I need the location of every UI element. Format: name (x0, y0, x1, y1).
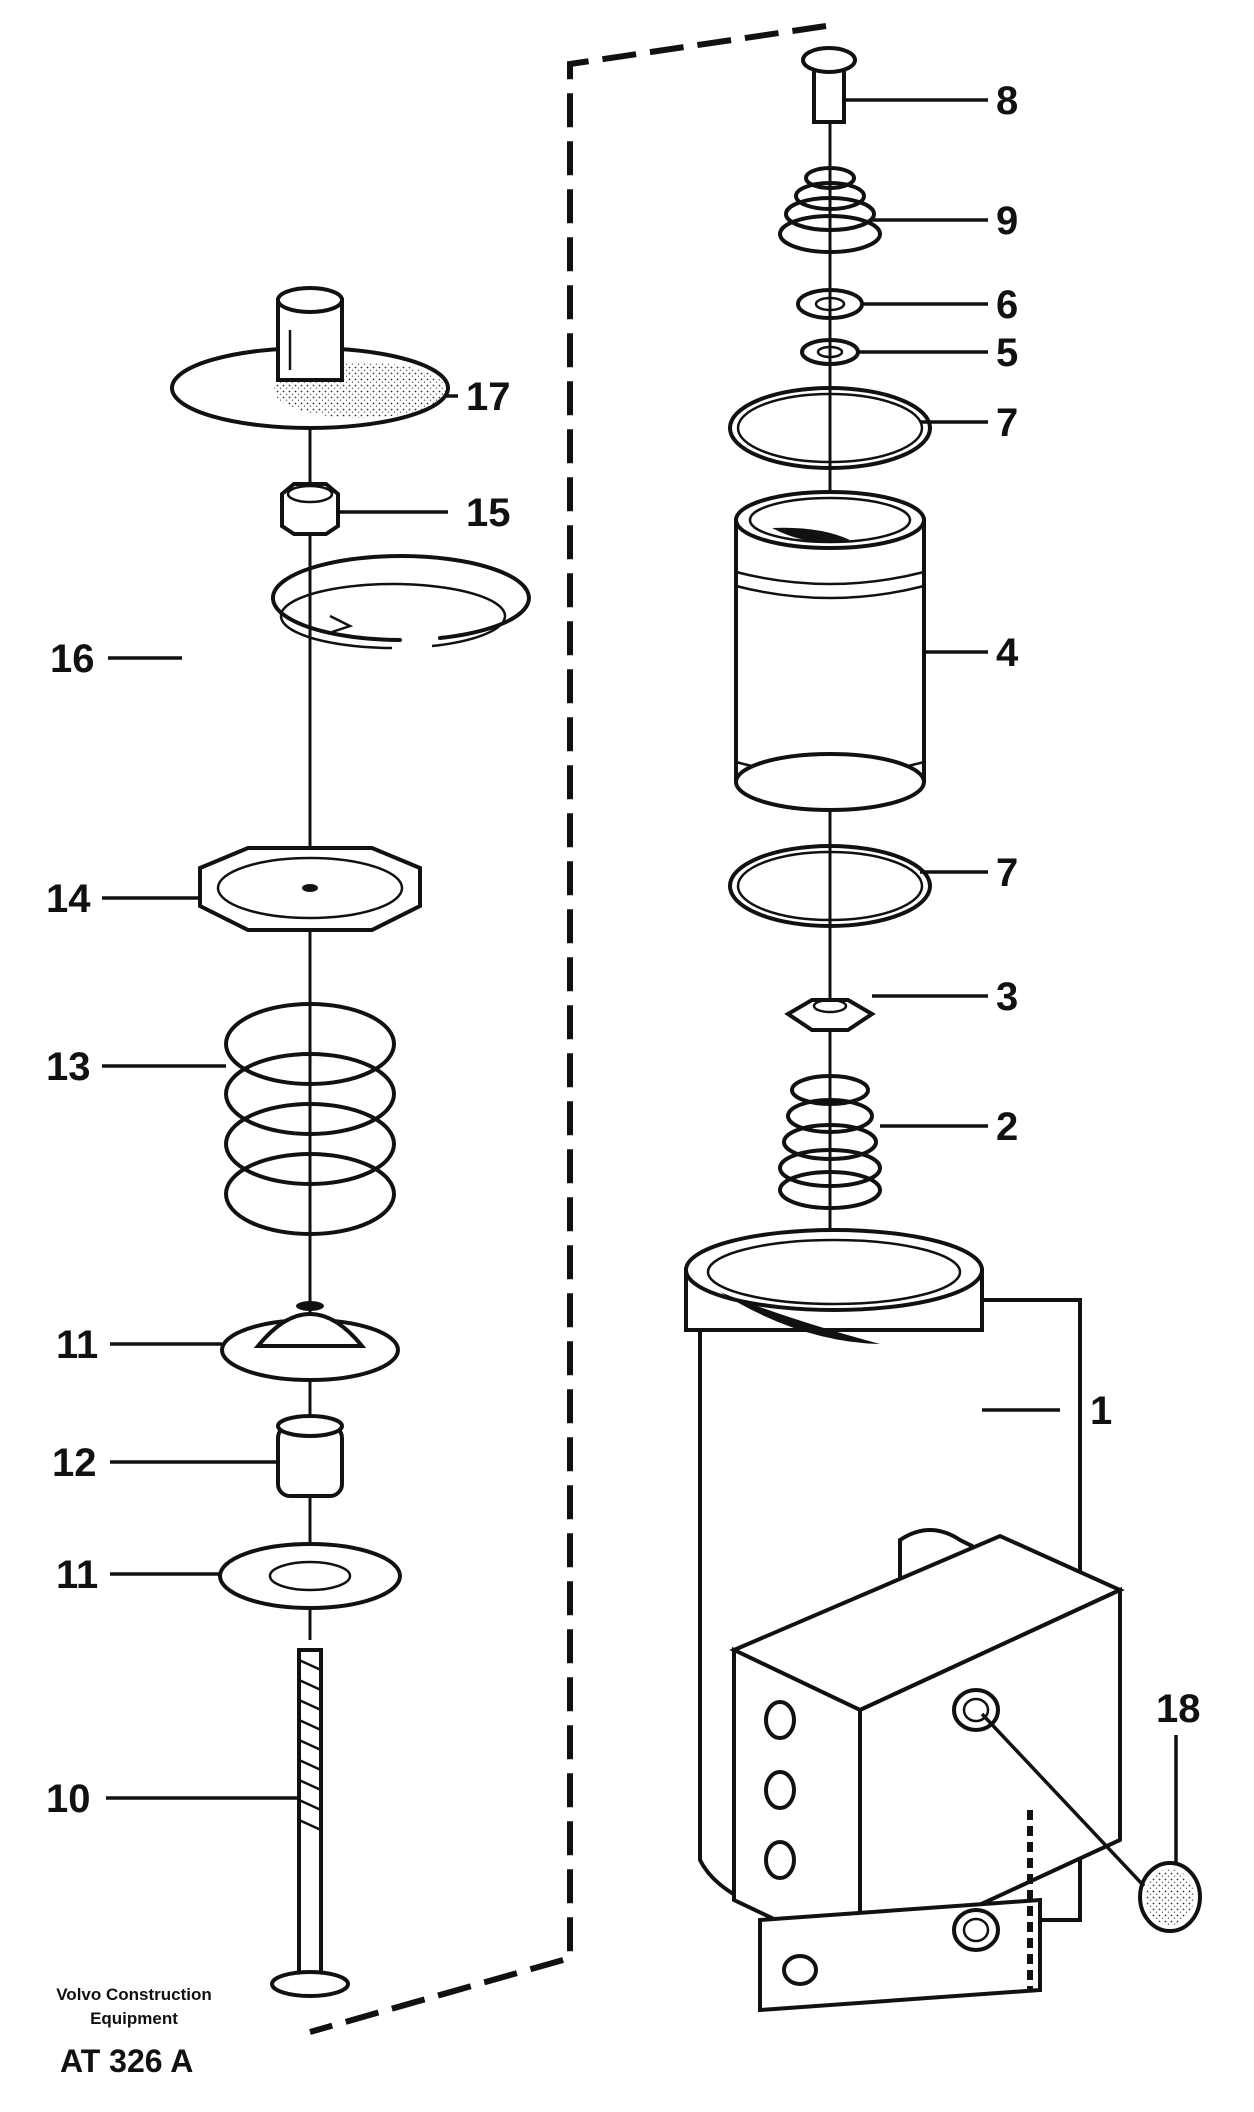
callout-11-upper: 11 (56, 1323, 98, 1367)
part-4-sleeve (734, 490, 926, 812)
part-16-snap-ring (270, 554, 531, 650)
part-9-spring (778, 166, 882, 254)
part-7-lower-o-ring (728, 844, 932, 928)
callout-1: 1 (1090, 1389, 1112, 1433)
part-3-retainer-clip (784, 998, 876, 1032)
part-13-spring (224, 1002, 396, 1236)
part-11-lower-washer (218, 1542, 402, 1610)
assembly-connection-line (309, 23, 827, 2035)
footer-company-line2: Equipment (90, 2009, 178, 2028)
part-14-octagonal-plate (198, 846, 422, 932)
callout-18: 18 (1156, 1687, 1201, 1731)
callout-4: 4 (996, 631, 1019, 675)
callout-14: 14 (46, 877, 91, 921)
part-8-pin (801, 46, 857, 124)
part-18-plug (1138, 1861, 1202, 1933)
callout-10: 10 (46, 1777, 91, 1821)
callout-9: 9 (996, 199, 1018, 243)
callout-3: 3 (996, 975, 1018, 1019)
callout-16: 16 (50, 637, 95, 681)
callout-7-upper: 7 (996, 401, 1018, 445)
part-15-nut (280, 482, 340, 536)
callout-2: 2 (996, 1105, 1018, 1149)
callout-6: 6 (996, 283, 1018, 327)
callout-13: 13 (46, 1045, 91, 1089)
figure-code: AT 326 A (60, 2043, 193, 2079)
callout-17: 17 (466, 375, 511, 419)
part-17-cap (170, 286, 450, 430)
callout-8: 8 (996, 79, 1018, 123)
part-11-upper-dome-washer (220, 1301, 400, 1382)
part-2-spring (778, 1074, 882, 1210)
footer-company-line1: Volvo Construction (56, 1985, 212, 2004)
callout-15: 15 (466, 491, 511, 535)
leader-lines (102, 98, 1178, 1888)
callout-12: 12 (52, 1441, 97, 1485)
callout-7-lower: 7 (996, 851, 1018, 895)
callout-5: 5 (996, 331, 1018, 375)
part-7-upper-o-ring (728, 386, 932, 470)
part-1-valve-housing (684, 1228, 1125, 2013)
part-12-rubber-block (276, 1414, 344, 1498)
part-10-bolt (270, 1648, 350, 1998)
callout-11-lower: 11 (56, 1553, 98, 1597)
